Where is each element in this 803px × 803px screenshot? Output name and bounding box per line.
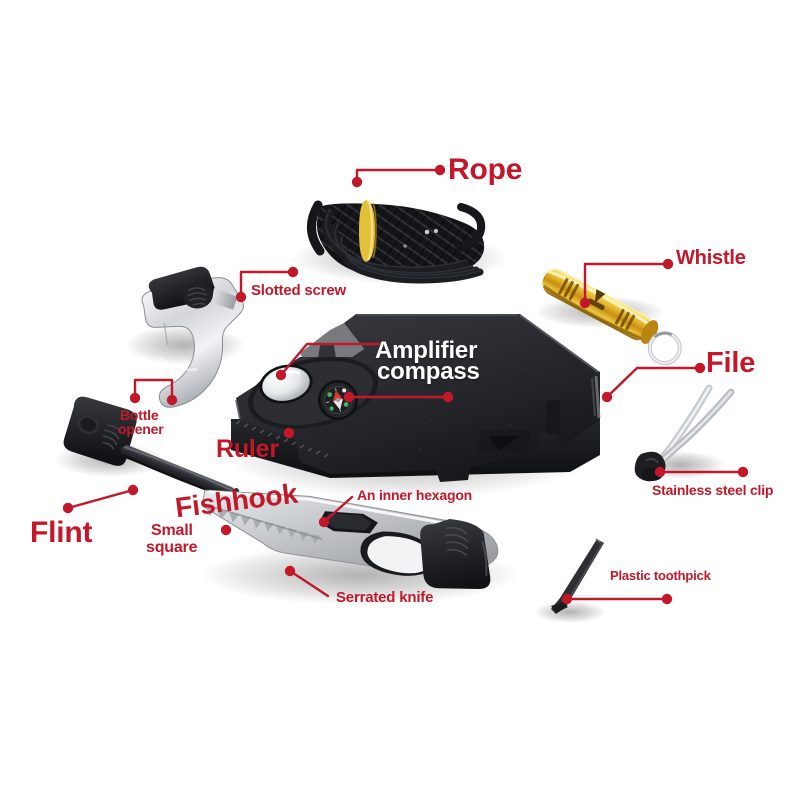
leader-dot-slotted-1: [287, 266, 299, 278]
label-slotted: Slotted screw: [251, 282, 346, 299]
leader-dot-bottle-0: [166, 394, 178, 406]
leader-line-file: [605, 366, 702, 399]
leader-dot-layer: [62, 164, 749, 605]
leader-dot-sclip-0: [654, 466, 666, 478]
label-rope: Rope: [448, 153, 523, 186]
label-bottle2: opener: [118, 421, 164, 437]
label-whistle: Whistle: [676, 247, 746, 269]
label-toothpick: Plastic toothpick: [610, 568, 711, 583]
label-small1: Small: [151, 522, 193, 539]
leader-dot-hexagon-0: [318, 516, 330, 528]
leader-dot-amplifier-0: [275, 369, 287, 381]
leader-dot-bottle-1: [129, 392, 141, 404]
leader-dot-compass-0: [343, 391, 355, 403]
leader-dot-rope-1: [434, 164, 446, 176]
leader-dot-flint-0: [127, 484, 139, 496]
label-sclip: Stainless steel clip: [652, 482, 774, 498]
leader-dot-toothpick-0: [561, 593, 573, 605]
leader-line-layer: [66, 168, 745, 601]
bottle-opener-object: [141, 266, 244, 408]
label-ruler: Ruler: [216, 435, 279, 463]
leader-dot-file-0: [601, 391, 613, 403]
leader-dot-whistle-1: [662, 258, 674, 270]
leader-dot-serrated-0: [284, 565, 296, 577]
flint-object: [63, 396, 240, 502]
leader-line-slotted: [239, 270, 295, 299]
leader-dot-slotted-0: [235, 291, 247, 303]
leader-dot-flint-1: [62, 502, 74, 514]
leader-dot-file-1: [694, 362, 706, 374]
ruler-edge: [235, 420, 329, 458]
rope-coil-object: [307, 200, 486, 284]
label-hexagon: An inner hexagon: [357, 487, 473, 503]
leader-dot-ruler-0: [283, 427, 295, 439]
leader-dot-sclip-1: [737, 466, 749, 478]
leader-dot-rope-0: [351, 176, 363, 188]
label-flint: Flint: [30, 516, 93, 549]
leader-line-serrated: [288, 569, 330, 598]
leader-line-whistle: [583, 262, 670, 305]
leader-line-rope: [355, 168, 442, 184]
leader-line-flint: [66, 488, 135, 510]
label-serrated: Serrated knife: [336, 589, 434, 606]
whistle-object: [542, 269, 682, 366]
serrated-knife-object: [201, 489, 499, 589]
label-compass: compass: [377, 358, 480, 385]
label-small2: square: [146, 539, 198, 556]
leader-dot-toothpick-1: [661, 593, 673, 605]
leader-dot-whistle-0: [579, 297, 591, 309]
leader-dot-small-0: [220, 524, 232, 536]
leader-dot-compass-1: [442, 391, 454, 403]
leader-line-hexagon: [322, 495, 354, 524]
label-file: File: [706, 347, 756, 379]
leader-line-amplifier: [279, 342, 383, 377]
label-bottle1: Bottle: [120, 407, 159, 423]
leader-line-bottle: [133, 378, 174, 402]
file-edge: [594, 375, 601, 419]
label-amplifier: Amplifier: [375, 337, 478, 364]
